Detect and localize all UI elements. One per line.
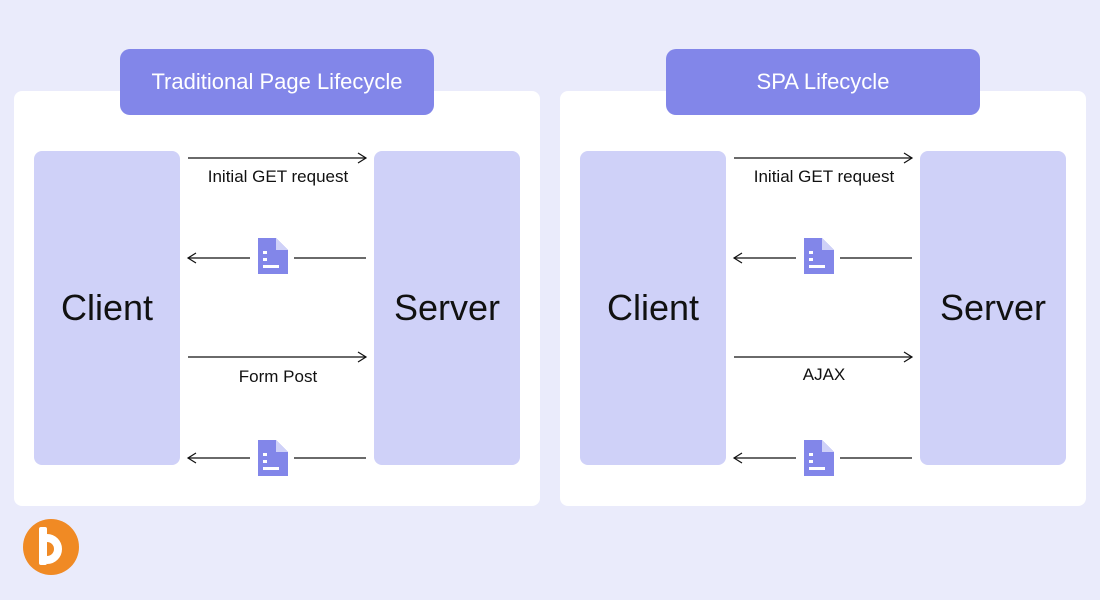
form-post-label: Form Post [238, 367, 318, 386]
arrowhead [732, 252, 743, 264]
arrowhead [903, 351, 914, 363]
lifecycle-arrows [732, 152, 914, 464]
document-icon [258, 238, 288, 274]
arrowhead [903, 152, 914, 164]
client-box: Client [580, 151, 726, 465]
arrowhead [186, 252, 197, 264]
initial-get-label: Initial GET request [207, 167, 349, 186]
arrowhead [732, 452, 743, 464]
spa-lifecycle-panel: SPA Lifecycle Client Server Initial GET … [560, 49, 1086, 506]
document-icon [258, 440, 288, 476]
document-icon [804, 238, 834, 274]
panel-title: Traditional Page Lifecycle [120, 49, 434, 115]
client-box: Client [34, 151, 180, 465]
initial-get-label: Initial GET request [753, 167, 895, 186]
server-box: Server [920, 151, 1066, 465]
document-icon [804, 440, 834, 476]
arrowhead [186, 452, 197, 464]
arrowhead [357, 152, 368, 164]
arrowhead [357, 351, 368, 363]
traditional-lifecycle-panel: Traditional Page Lifecycle Client Server… [14, 49, 540, 506]
server-box: Server [374, 151, 520, 465]
brand-logo-icon [23, 519, 79, 575]
panel-title: SPA Lifecycle [666, 49, 980, 115]
lifecycle-arrows [186, 152, 368, 464]
ajax-label: AJAX [802, 365, 846, 384]
